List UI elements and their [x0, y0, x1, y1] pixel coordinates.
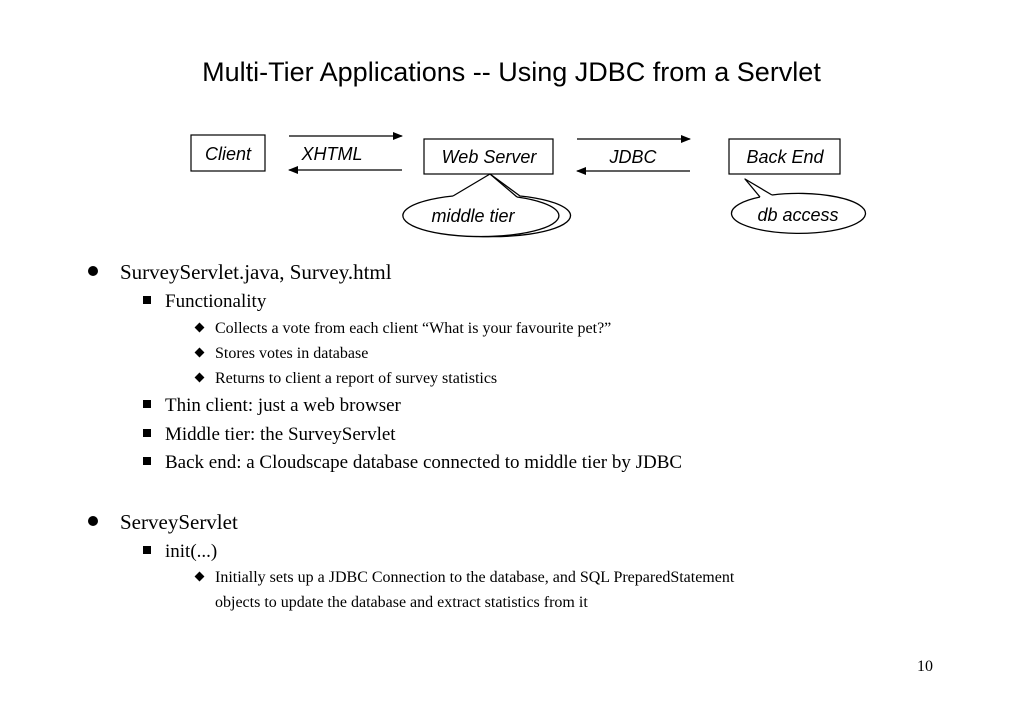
bullet-text: ServeyServlet: [120, 510, 238, 534]
bullet-dot-icon: [88, 266, 98, 276]
bullet-text: Back end: a Cloudscape database connecte…: [165, 452, 683, 473]
list-item: init(...): [143, 540, 217, 564]
bullet-diamond-icon: [194, 347, 205, 358]
bullet-text: Initially sets up a JDBC Connection to t…: [215, 569, 735, 586]
middle-tier-label: middle tier: [431, 206, 515, 226]
bullet-diamond-icon: [194, 322, 205, 333]
list-item: Back end: a Cloudscape database connecte…: [143, 451, 682, 475]
client-label: Client: [205, 144, 252, 164]
client-box: [190, 134, 266, 172]
list-item: Functionality: [143, 290, 266, 314]
list-item: Thin client: just a web browser: [143, 394, 401, 418]
bullet-text: Thin client: just a web browser: [165, 395, 401, 416]
bullet-text: Returns to client a report of survey sta…: [215, 370, 498, 387]
list-item: ServeyServlet: [88, 509, 238, 535]
back-end-label: Back End: [746, 147, 824, 167]
bullet-square-icon: [143, 429, 151, 437]
tier-diagram: Client XHTML Web Server JDBC Back End mi…: [190, 132, 867, 238]
db-access-label: db access: [757, 205, 838, 225]
bullet-text: Collects a vote from each client “What i…: [215, 320, 612, 337]
list-item: Collects a vote from each client “What i…: [194, 318, 611, 340]
page-number: 10: [917, 658, 933, 675]
bullet-text: Stores votes in database: [215, 345, 369, 362]
bullet-text: Middle tier: the SurveyServlet: [165, 424, 396, 445]
bullet-text: init(...): [165, 541, 218, 562]
list-item: Returns to client a report of survey sta…: [194, 368, 497, 390]
bullet-square-icon: [143, 546, 151, 554]
list-item: SurveyServlet.java, Survey.html: [88, 259, 392, 285]
bullet-continuation: objects to update the database and extra…: [215, 594, 588, 611]
list-item: Initially sets up a JDBC Connection to t…: [194, 567, 734, 589]
web-server-box: [423, 138, 554, 175]
bullet-diamond-icon: [194, 571, 205, 582]
bullet-text: SurveyServlet.java, Survey.html: [120, 260, 392, 284]
bullet-text: Functionality: [165, 291, 267, 312]
list-item: Stores votes in database: [194, 343, 368, 365]
web-server-label: Web Server: [442, 147, 538, 167]
bullet-square-icon: [143, 457, 151, 465]
jdbc-label: JDBC: [608, 147, 657, 167]
xhtml-label: XHTML: [300, 144, 362, 164]
back-end-box: [728, 138, 841, 175]
slide-title: Multi-Tier Applications -- Using JDBC fr…: [202, 57, 821, 87]
bullet-diamond-icon: [194, 372, 205, 383]
db-access-callout: [744, 178, 773, 198]
bullet-square-icon: [143, 400, 151, 408]
bullet-dot-icon: [88, 516, 98, 526]
bullet-square-icon: [143, 296, 151, 304]
list-item: Middle tier: the SurveyServlet: [143, 423, 396, 447]
